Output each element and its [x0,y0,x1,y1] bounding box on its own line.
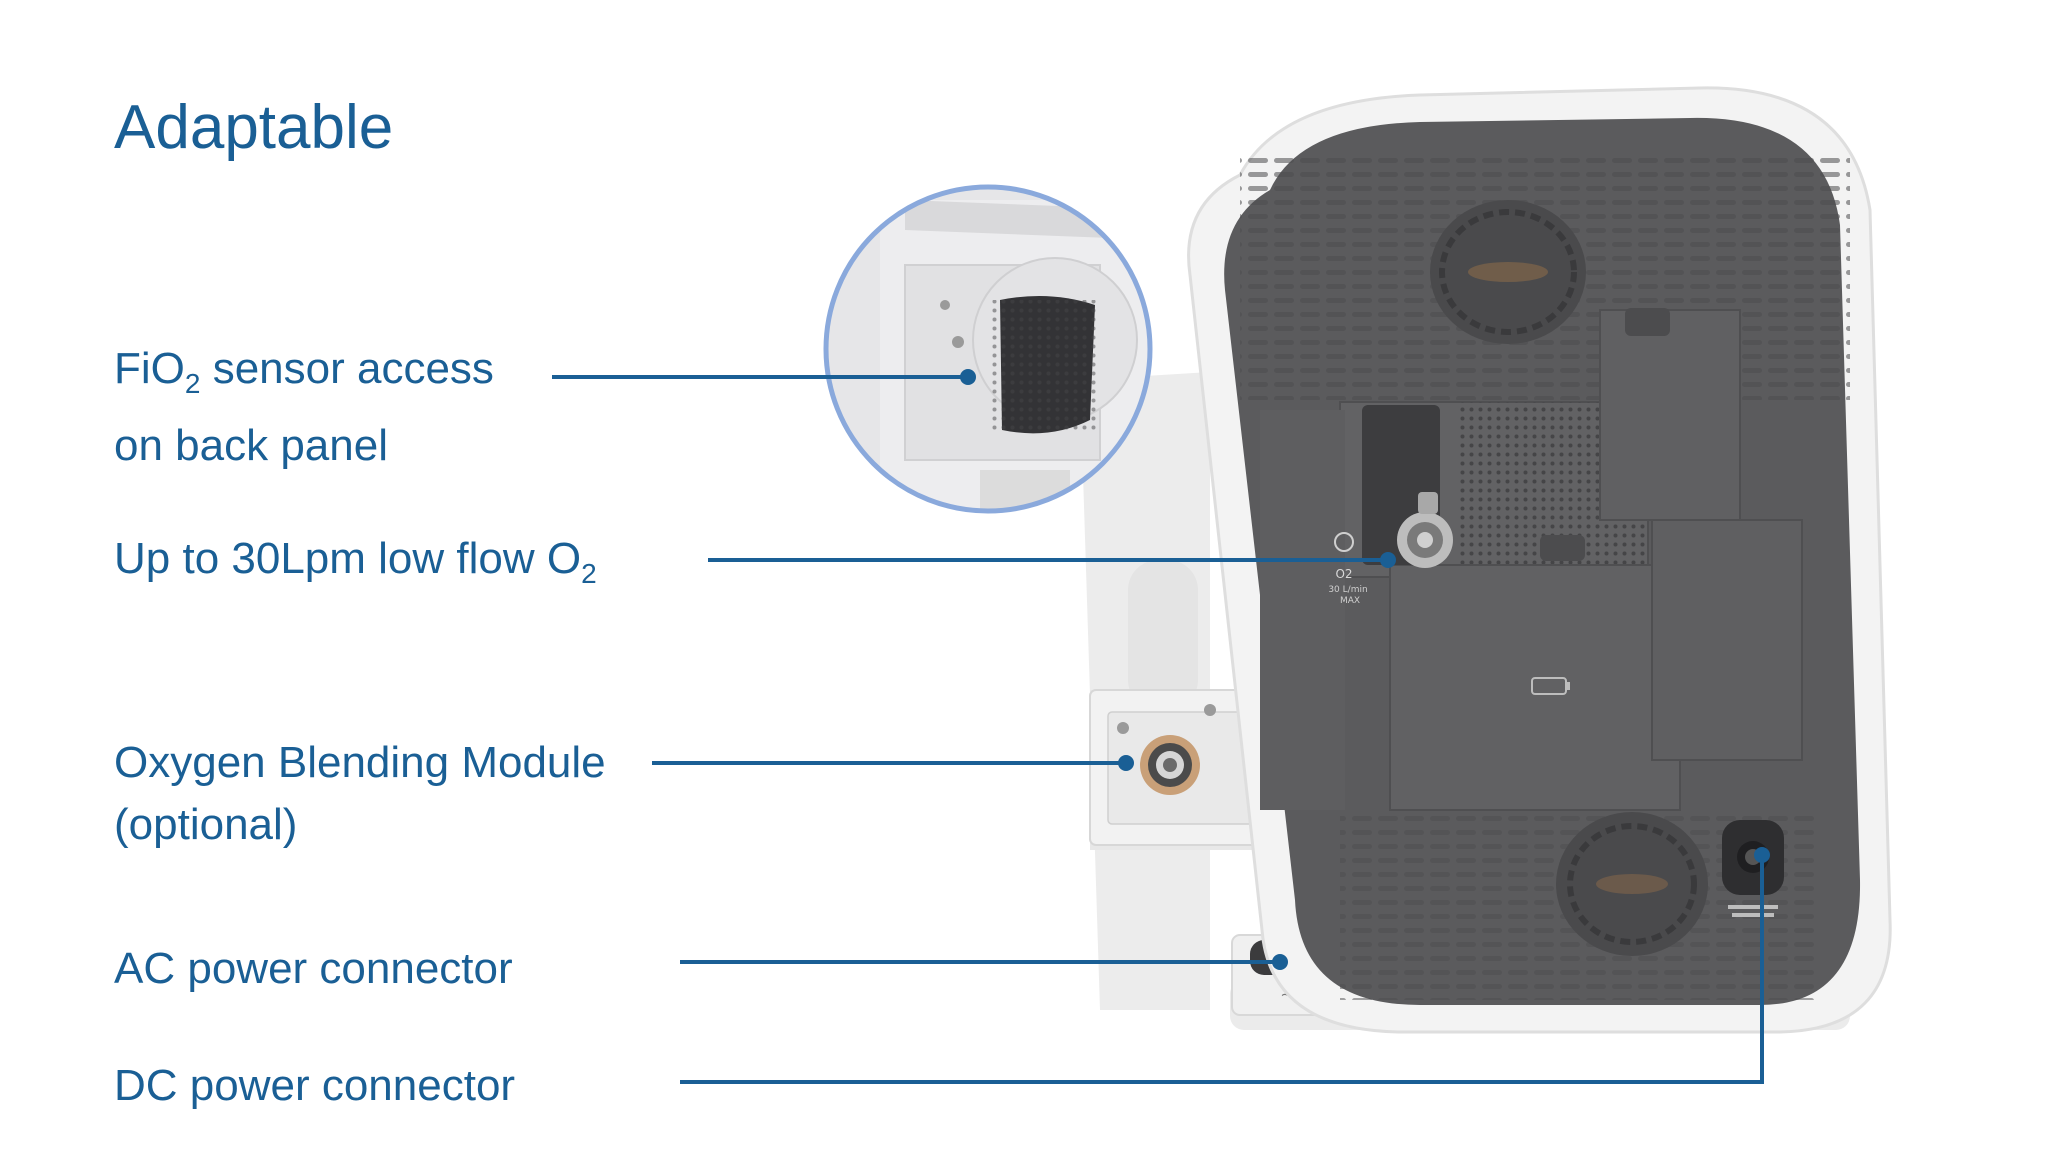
ac-power-label: AC power connector [114,944,513,993]
o2-port-marking: O2 [1335,567,1352,581]
leader-line-dc [680,855,1764,1084]
leader-dot-dc [1754,847,1770,863]
leader-dot-fio2 [960,369,976,385]
o2-inlet-port: O2 30 L/min MAX [1328,405,1453,606]
page-title: Adaptable [114,93,394,162]
device-back-panel: O2 30 L/min MAX [1187,86,1892,1034]
o2-flow-label: Up to 30Lpm low flow O2 [114,534,597,589]
battery-icon [1531,677,1570,695]
leader-dot-o2-flow [1380,552,1396,568]
leader-dot-ac [1272,954,1288,970]
dc-power-label: DC power connector [114,1061,516,1110]
top-fan-grille [1430,200,1586,344]
blending-module-label: Oxygen Blending Module (optional) [114,738,606,849]
o2-port-rating: 30 L/min [1328,585,1367,595]
leader-dot-blending [1118,755,1134,771]
bottom-fan-grille [1556,812,1708,956]
oxygen-blending-module [1089,689,1281,846]
fio2-sensor-label: FiO2 sensor access on back panel [114,344,494,470]
dc-power-connector [1722,820,1784,917]
fio2-magnifier-inset [823,184,1153,514]
leader-lines [552,369,1770,1084]
o2-port-max: MAX [1340,596,1360,606]
